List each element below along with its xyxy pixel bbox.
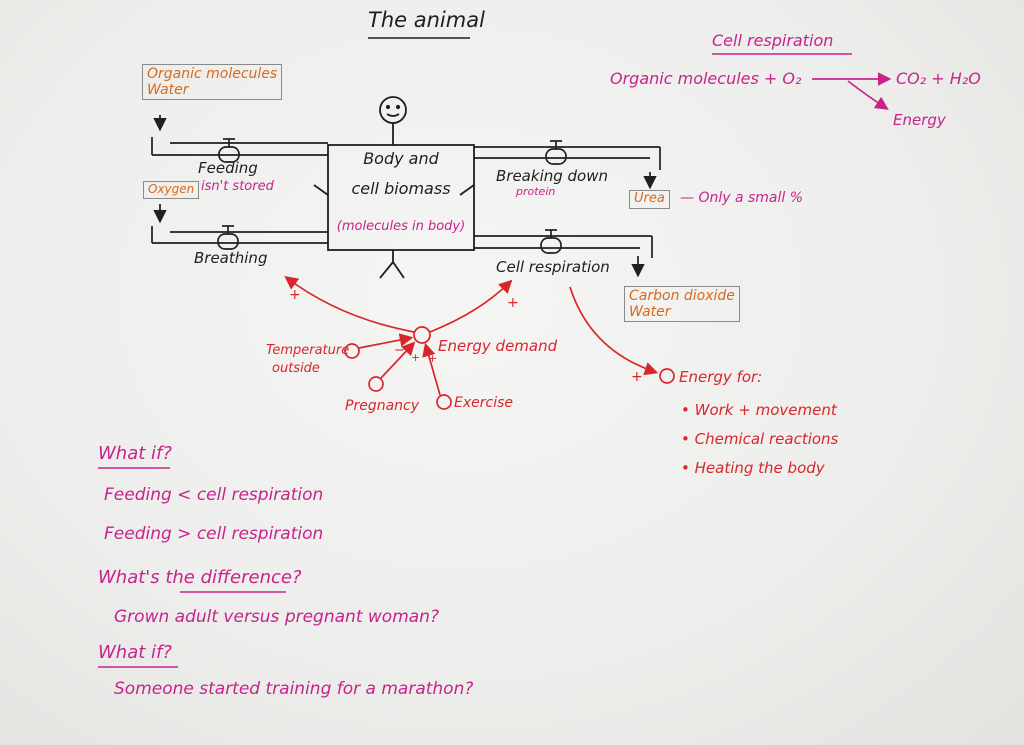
body-box-line-2: cell biomass [351,179,451,198]
equation-arrows [812,72,892,110]
co2-box-line-2: Water [629,304,671,321]
body-box [327,144,475,251]
sign-cell-respiration: + [507,295,519,311]
page-title: The animal [368,8,485,32]
question-adult-vs-pregnant: Grown adult versus pregnant woman? [114,607,439,627]
body-box-line-3: (molecules in body) [336,219,466,234]
breathing-pipe [151,204,328,250]
breaking-down-label: Breaking down [496,167,609,185]
question-difference: What's the difference? [98,567,302,588]
sign-temperature: − [394,343,405,358]
sign-energy-for: + [631,369,643,385]
sign-breathing: + [289,287,301,303]
food-box-line-2: Water [147,82,189,99]
stick-figure [313,96,475,279]
exercise-label: Exercise [454,395,513,411]
equation-products: CO₂ + H₂O [896,69,981,88]
question-feeding-more: Feeding > cell respiration [104,524,324,544]
question-what-if-2: What if? [98,642,172,663]
breaking-down-note: protein [516,185,556,198]
energy-demand-label: Energy demand [438,337,558,355]
food-box-line-1: Organic molecules [147,66,278,82]
co2-box-line-1: Carbon dioxide [629,288,735,304]
body-box-line-1: Body and [363,149,439,168]
question-marathon: Someone started training for a marathon? [114,679,474,699]
energy-for-item-3: • Heating the body [681,459,825,477]
cell-respiration-label: Cell respiration [496,258,610,276]
question-feeding-less: Feeding < cell respiration [104,485,324,505]
feeding-label: Feeding [198,159,258,177]
feeding-pipe [151,115,328,163]
co2-water-box: Carbon dioxide Water [624,286,740,323]
feedback-arrows [284,275,675,410]
urea-note: — Only a small % [680,190,804,206]
equation-reactants: Organic molecules + O₂ [610,69,802,88]
breaking-down-pipe [474,140,661,190]
feeding-note: isn't stored [201,179,274,194]
question-what-if-1: What if? [98,443,172,464]
energy-for-item-2: • Chemical reactions [681,430,839,448]
urea-box: Urea [629,190,670,209]
energy-for-heading: Energy for: [679,368,763,386]
pregnancy-label: Pregnancy [345,398,420,414]
cell-respiration-pipe [474,229,653,278]
temperature-label-line-1: Temperature [266,343,350,358]
equation-heading: Cell respiration [712,31,834,50]
sign-pregnancy: + [411,351,421,364]
energy-for-item-1: • Work + movement [681,401,837,419]
equation-energy: Energy [893,111,946,129]
question-underlines [98,467,286,668]
breathing-label: Breathing [194,249,268,267]
oxygen-box: Oxygen [143,181,200,199]
temperature-label-line-2: outside [272,361,320,376]
sign-exercise: + [428,352,438,365]
food-water-box: Organic molecules Water [142,64,283,101]
